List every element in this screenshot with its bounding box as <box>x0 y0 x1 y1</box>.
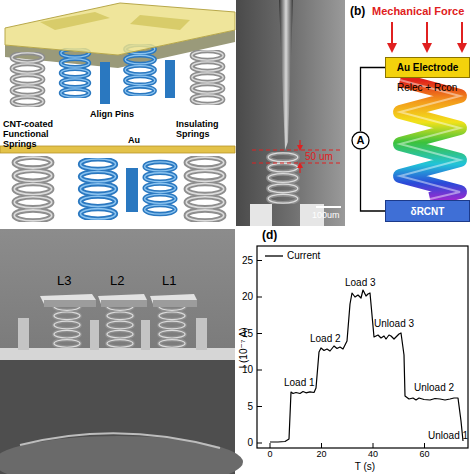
ammeter-symbol: A <box>351 131 370 150</box>
probe-tip <box>279 0 293 150</box>
dimension-label: 50 um <box>305 151 333 162</box>
spring-cap <box>101 300 147 307</box>
event-label: Unload 3 <box>374 318 414 329</box>
force-label: Mechanical Force <box>372 5 464 17</box>
rainbow-spring <box>400 80 460 199</box>
tick-marks <box>257 261 425 449</box>
event-label: Load 1 <box>284 377 315 388</box>
event-label: Load 2 <box>310 333 341 344</box>
tick-mark <box>373 443 374 448</box>
spring-label: L1 <box>162 274 176 288</box>
align-pin <box>90 320 99 350</box>
data-series <box>270 290 463 442</box>
node-text: δRCNT <box>411 206 445 217</box>
dimension-line <box>252 162 342 163</box>
align-pin <box>126 168 138 212</box>
legend-entry: Current <box>264 250 320 261</box>
node-text: A <box>357 134 365 146</box>
panel-label: (d) <box>262 229 277 242</box>
legend-line <box>265 255 283 256</box>
scale-label: 100um <box>312 211 340 221</box>
current-trace <box>270 290 463 442</box>
event-label: Load 3 <box>345 277 376 288</box>
cnt-spring <box>145 162 176 214</box>
top-plate <box>5 3 235 55</box>
spring-highlight <box>400 80 460 199</box>
tick-mark <box>257 370 262 371</box>
insulating-spring <box>192 51 223 104</box>
align-pin <box>100 62 110 104</box>
spring-label: L3 <box>57 274 71 288</box>
tick-label: 60 <box>415 450 435 460</box>
tick-label: 0 <box>236 437 253 448</box>
tick-mark <box>257 297 262 298</box>
spring-label: L2 <box>110 274 124 288</box>
force-arrow <box>391 22 393 48</box>
insulating-spring <box>14 157 51 221</box>
sem-spring <box>54 303 80 347</box>
part-label: Align Pins <box>90 110 142 120</box>
circuit-wire <box>361 68 386 132</box>
legend-sample <box>264 251 284 261</box>
event-label: Unload 1 <box>428 430 468 441</box>
align-pin <box>196 318 207 350</box>
force-arrow <box>426 22 428 48</box>
panel-label: (b) <box>350 5 365 18</box>
align-pin <box>165 60 175 98</box>
tick-label: 20 <box>312 450 332 460</box>
align-pin <box>141 320 150 350</box>
cnt-spring <box>61 49 89 97</box>
pedestal <box>250 204 272 226</box>
tick-label: 20 <box>236 291 253 302</box>
insulating-spring <box>186 157 223 221</box>
event-label: Unload 2 <box>414 382 454 393</box>
force-arrow <box>461 22 463 48</box>
plot-frame <box>257 246 468 448</box>
tick-label: 25 <box>236 255 253 266</box>
node-text: Au Electrode <box>397 62 459 73</box>
tick-label: 0 <box>260 450 280 460</box>
substrate-edge <box>20 433 220 448</box>
dimension-line <box>252 149 342 150</box>
electrode-box: δRCNT <box>385 200 470 222</box>
align-pin <box>18 318 29 350</box>
tick-mark <box>270 443 271 448</box>
tick-mark <box>321 443 322 448</box>
axis-title: T (s) <box>345 461 385 472</box>
part-label: Au <box>128 136 140 146</box>
tick-mark <box>257 260 262 261</box>
part-label: Insulating Springs <box>176 120 234 140</box>
plate-pad <box>40 12 110 30</box>
circuit-wire <box>361 150 386 211</box>
insulating-spring <box>12 53 43 106</box>
dimension-arrow <box>299 140 300 148</box>
sem-background <box>236 0 345 226</box>
tick-mark <box>257 406 262 407</box>
cnt-spring <box>80 159 115 219</box>
sem-spring <box>268 153 297 203</box>
ammeter-circle <box>352 132 369 149</box>
tick-label: 5 <box>236 401 253 412</box>
plate-pad <box>130 15 190 30</box>
dimension-arrow <box>299 165 300 173</box>
tick-mark <box>257 443 262 444</box>
spring-cap <box>153 300 197 307</box>
sem-spring <box>107 303 133 347</box>
tick-mark <box>424 443 425 448</box>
axis-title: I (10⁻⁷ A) <box>238 327 249 368</box>
electrode-box: Au Electrode <box>385 57 470 78</box>
scale-bar <box>316 206 341 208</box>
tick-label: 40 <box>363 450 383 460</box>
legend-text: Current <box>287 250 320 261</box>
part-label: CNT-coated Functional Springs <box>3 120 81 150</box>
spring-cap <box>44 300 96 307</box>
sem-spring <box>159 303 185 347</box>
tick-mark <box>257 333 262 334</box>
resistance-label: Relec + Rcon <box>397 82 457 93</box>
